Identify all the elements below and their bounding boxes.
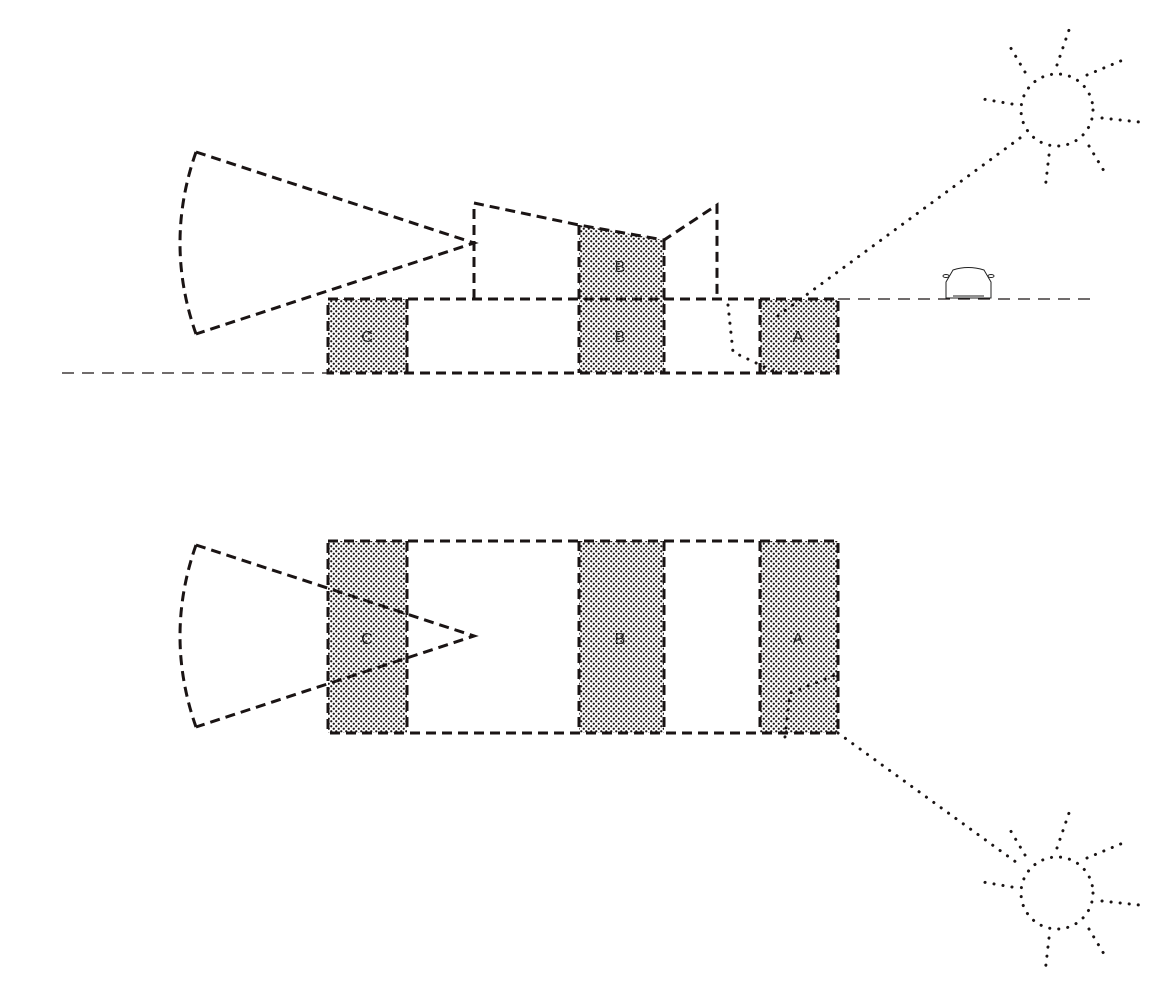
eye-cone-icon	[178, 150, 479, 336]
label-c: C	[361, 329, 373, 346]
volume-c	[328, 299, 407, 373]
volume-a	[760, 299, 838, 373]
volume-b-lower	[579, 299, 664, 373]
plan-label-c: C	[361, 631, 373, 648]
section-view: C B B A	[62, 28, 1141, 375]
roof-profile	[472, 201, 719, 299]
plan-reflected-ray	[783, 673, 837, 739]
plan-view: C B A	[178, 539, 1141, 975]
plan-label-a: A	[793, 631, 804, 648]
sun-icon	[975, 28, 1141, 192]
plan-volume-a	[760, 541, 838, 733]
car-icon	[942, 267, 995, 299]
sun-icon	[975, 811, 1141, 975]
label-b-lower: B	[615, 329, 626, 346]
eye-cone-icon	[178, 543, 479, 729]
plan-label-b: B	[615, 631, 626, 648]
sun-ray	[773, 136, 1022, 320]
label-a: A	[793, 329, 804, 346]
volume-b-upper	[579, 225, 664, 299]
plan-volume-b	[579, 541, 664, 733]
label-b-upper: B	[615, 259, 626, 276]
plan-sun-ray	[836, 731, 1022, 867]
plan-volume-c	[328, 541, 407, 733]
building-outline	[326, 297, 840, 375]
